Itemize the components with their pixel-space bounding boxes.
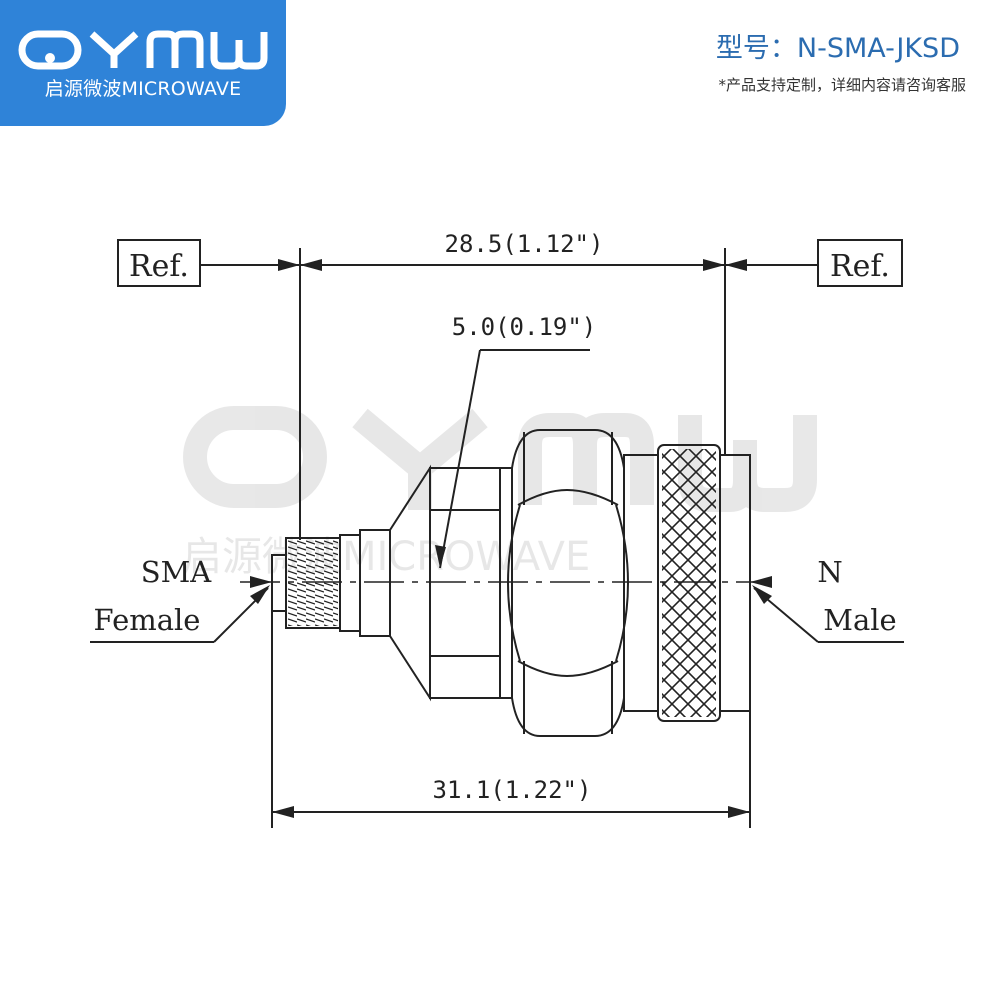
ref-label-right: Ref.	[830, 249, 890, 284]
brand-subtitle: 启源微波MICROWAVE	[44, 78, 242, 100]
dimension-overall-top: 28.5(1.12")	[445, 230, 604, 258]
watermark: 启源微波MICROWAVE	[182, 406, 817, 580]
dimension-hex: 5.0(0.19")	[452, 313, 597, 341]
dimension-overall-bottom: 31.1(1.22")	[433, 776, 592, 804]
ref-label-left: Ref.	[129, 249, 189, 284]
watermark-text: 启源微波MICROWAVE	[182, 534, 590, 580]
female-label: Female	[94, 603, 201, 637]
customization-note: *产品支持定制，详细内容请咨询客服	[718, 76, 966, 94]
logo-mark-icon	[18, 30, 268, 70]
brand-logo: 启源微波MICROWAVE	[0, 0, 286, 126]
sma-label: SMA	[141, 555, 213, 589]
model-number: 型号：N-SMA-JKSD	[715, 33, 960, 64]
n-label: N	[817, 555, 842, 589]
male-label: Male	[823, 603, 896, 637]
